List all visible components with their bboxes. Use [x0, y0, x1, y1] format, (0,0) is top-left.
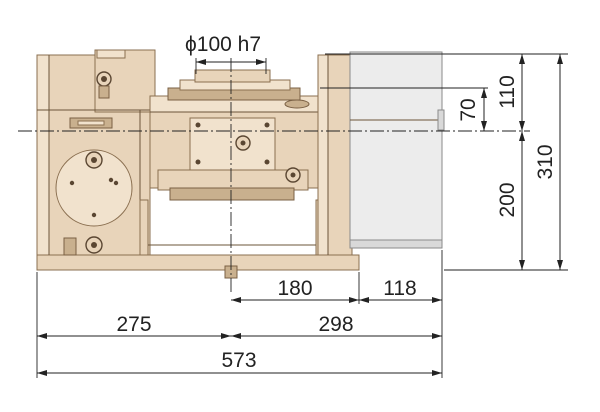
dimension-face-height: 70: [457, 88, 487, 131]
total-height-label: 310: [534, 144, 557, 179]
lower-height-label: 200: [496, 182, 519, 217]
dimension-left-width: 275: [37, 313, 231, 339]
face-height-label: 70: [457, 98, 480, 121]
total-width-label: 573: [221, 349, 256, 372]
right-width-label: 298: [318, 313, 353, 336]
worm-cover-disc: [55, 149, 133, 227]
rotary-table-body: [36, 49, 445, 279]
dimension-total-height: 310: [534, 54, 563, 270]
upper-height-label: 110: [496, 75, 519, 108]
center-to-right-label: 180: [277, 277, 312, 300]
dimension-right-width: 298: [231, 313, 442, 339]
right-offset-label: 118: [383, 277, 416, 300]
dimension-lower-height: 200: [496, 131, 525, 270]
face-plate: [189, 117, 276, 171]
left-housing: [36, 49, 156, 256]
dimension-right-offset: 118: [359, 277, 442, 303]
dimension-center-to-right: 180: [231, 277, 359, 303]
dimension-total-width: 573: [37, 349, 442, 376]
base-plate: [36, 254, 360, 271]
right-support: [317, 54, 353, 256]
shaft-diameter-label: ϕ100 h7: [185, 33, 261, 56]
dimension-shaft-diameter: ϕ100 h7: [185, 33, 267, 74]
rotary-table-center: [139, 69, 325, 256]
dimension-upper-height: 110: [496, 54, 525, 131]
left-width-label: 275: [116, 313, 151, 336]
motor-housing: [349, 51, 445, 249]
